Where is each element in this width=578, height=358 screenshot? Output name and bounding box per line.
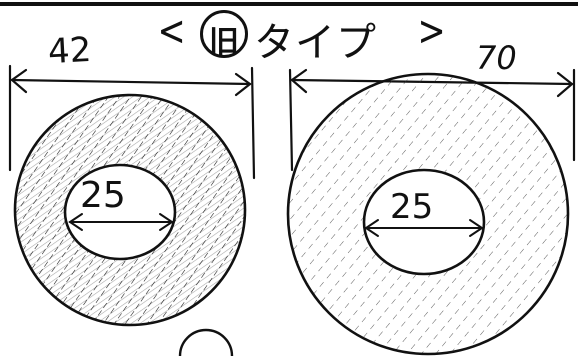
right-inner-dimension-label: 25 xyxy=(390,187,434,227)
left-inner-dimension-label: 25 xyxy=(80,175,126,216)
right-ring-inner-hole xyxy=(362,168,486,276)
type-word-label: タイプ xyxy=(254,20,377,66)
kyu-circled-mark: 旧 xyxy=(200,10,248,60)
diagram-title: < 旧 タイプ > xyxy=(152,4,452,66)
title-bracket-open: < xyxy=(157,6,186,55)
kyu-label: 旧 xyxy=(209,25,239,60)
bottom-partial-circle xyxy=(178,328,234,357)
right-inner-dimension-arrow xyxy=(364,219,484,237)
right-ring-outer-edge xyxy=(286,72,570,356)
title-bracket-close: > xyxy=(417,6,446,55)
right-outer-dimension-label: 70 xyxy=(476,39,517,77)
left-outer-dimension-label: 42 xyxy=(46,29,93,73)
